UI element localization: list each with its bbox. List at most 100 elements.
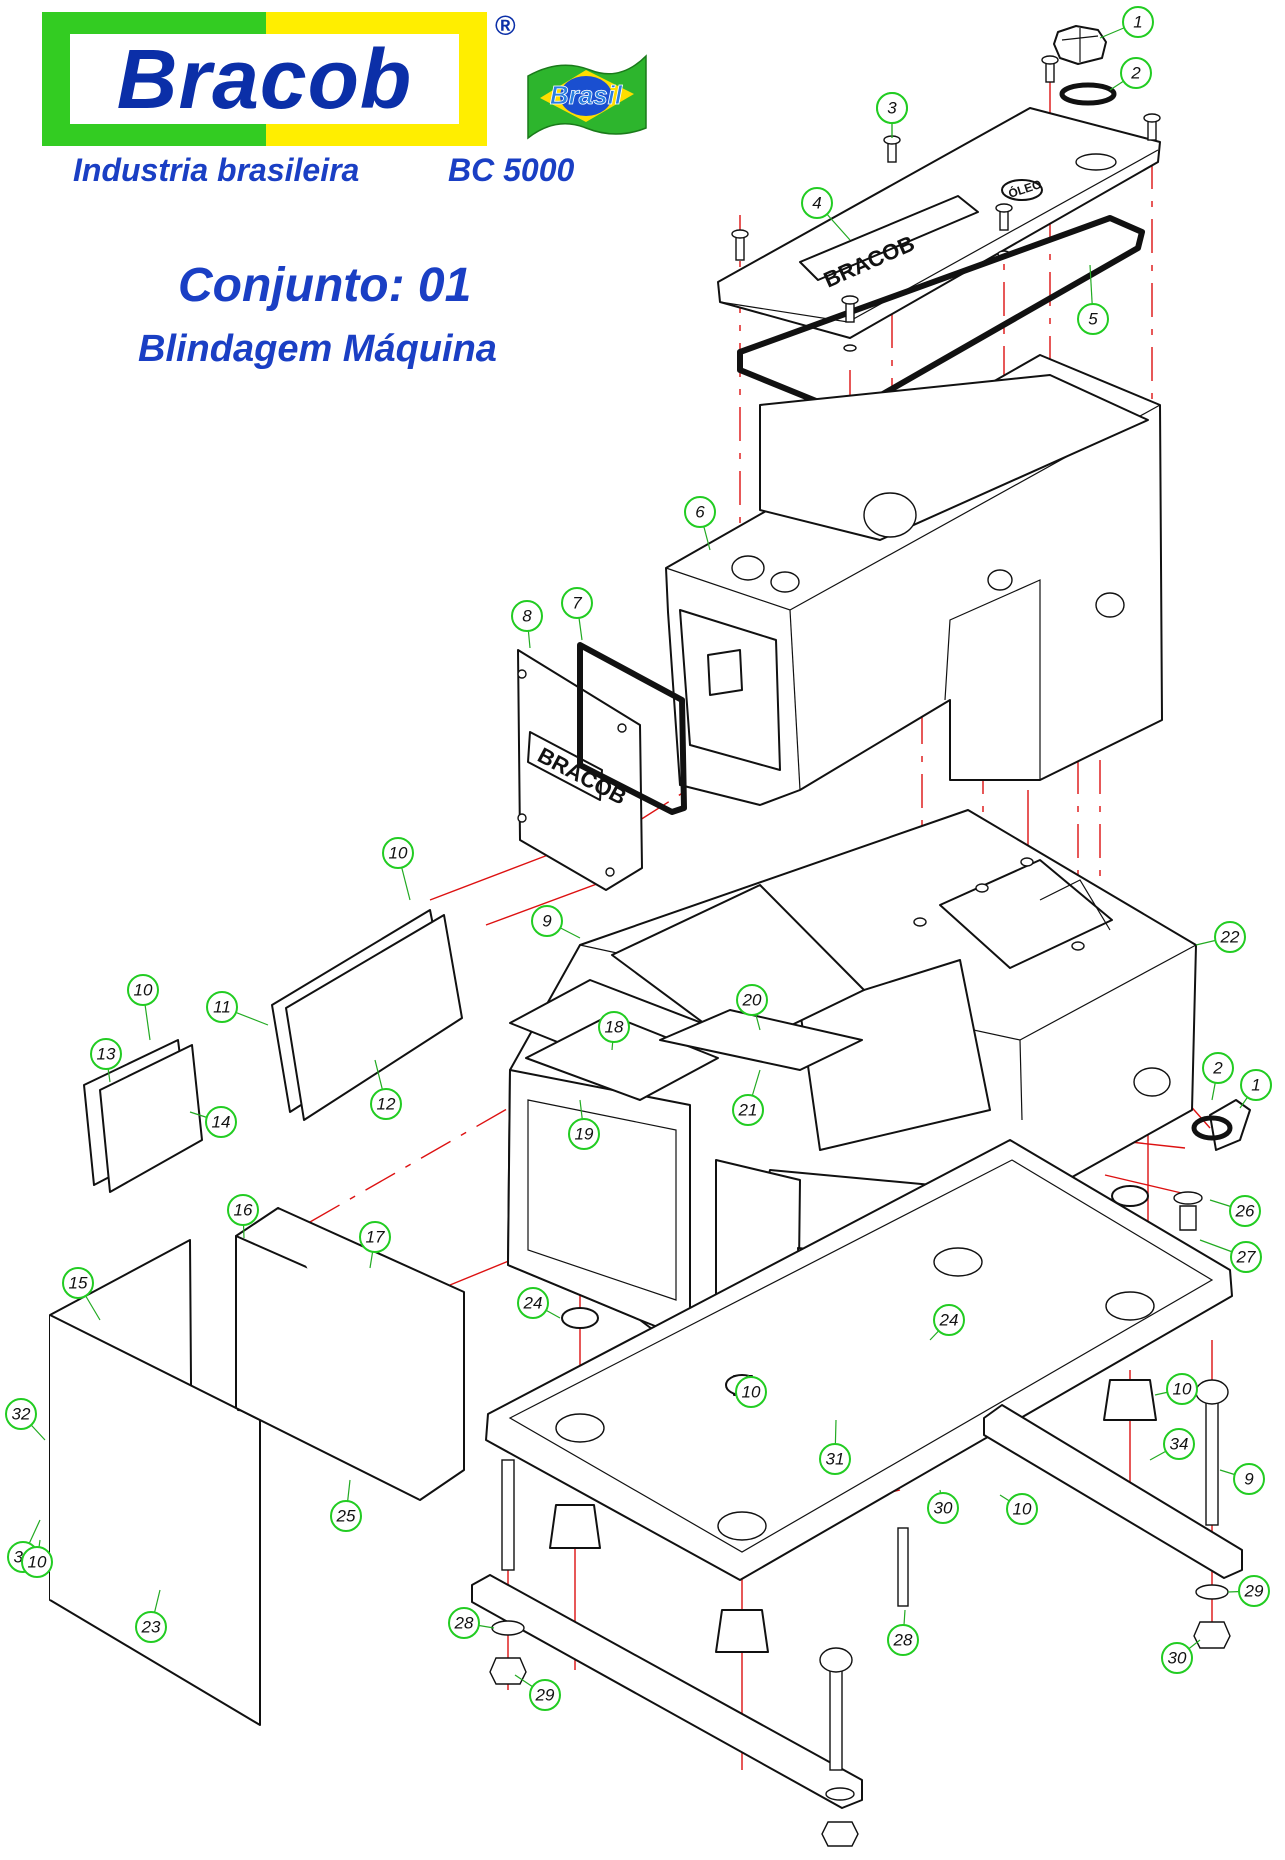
callout-6: 6 <box>684 496 716 551</box>
callout-circle <box>21 1546 53 1578</box>
callout-10: 10 <box>999 1493 1038 1525</box>
callout-circle <box>684 496 716 528</box>
callout-circle <box>330 1500 362 1532</box>
callout-number: 28 <box>454 1614 474 1633</box>
subtitle-model: BC 5000 <box>448 152 575 188</box>
callout-number: 25 <box>336 1507 356 1526</box>
callout-circle <box>1077 303 1109 335</box>
callout-circle <box>205 1106 237 1138</box>
callout-22: 22 <box>1195 921 1246 953</box>
callout-number: 26 <box>1235 1202 1255 1221</box>
callout-10: 10 <box>735 1374 767 1408</box>
callout-30: 30 <box>1161 1639 1201 1674</box>
callout-circle <box>819 1443 851 1475</box>
callout-circle <box>561 587 593 619</box>
callout-circle <box>933 1304 965 1336</box>
callout-14: 14 <box>189 1106 237 1138</box>
callout-18: 18 <box>598 1011 630 1051</box>
callout-15: 15 <box>62 1267 101 1321</box>
nuts-washers <box>489 1099 1251 1847</box>
callout-circle <box>1233 1463 1265 1495</box>
callout-31: 31 <box>819 1419 851 1475</box>
callout-number: 1 <box>1251 1076 1260 1095</box>
callout-circle <box>927 1492 959 1524</box>
oil-tray <box>485 1139 1233 1581</box>
plate-stack-11-12 <box>271 909 463 1121</box>
o-ring-top <box>1059 82 1117 106</box>
callout-circle <box>382 837 414 869</box>
callout-4: 4 <box>801 187 851 241</box>
callout-16: 16 <box>227 1194 259 1239</box>
callout-number: 14 <box>212 1113 231 1132</box>
callout-number: 22 <box>1220 928 1240 947</box>
callout-10: 10 <box>21 1539 53 1578</box>
callout-circle <box>876 92 908 124</box>
callout-number: 13 <box>97 1045 116 1064</box>
callout-circle <box>531 905 563 937</box>
side-cover: BRACOB <box>517 649 643 891</box>
callouts: 1234536871091011131412182022212119262716… <box>5 6 1272 1711</box>
callout-circle <box>1006 1493 1038 1525</box>
callout-circle <box>1161 1642 1193 1674</box>
callout-30: 30 <box>927 1489 959 1524</box>
callout-number: 30 <box>1168 1649 1187 1668</box>
callout-circle <box>448 1607 480 1639</box>
callout-8: 8 <box>511 600 543 649</box>
side-cover-gasket <box>577 642 687 815</box>
callout-number: 2 <box>1130 64 1141 83</box>
callout-circle <box>359 1221 391 1253</box>
callout-number: 15 <box>69 1274 88 1293</box>
callout-circle <box>732 1094 764 1126</box>
callout-number: 24 <box>523 1294 543 1313</box>
callout-20: 20 <box>736 984 768 1031</box>
small-cover-13-14 <box>83 1039 203 1193</box>
callout-circle <box>1120 57 1152 89</box>
callout-2: 2 <box>1202 1052 1234 1101</box>
callout-number: 2 <box>1212 1059 1223 1078</box>
callout-number: 10 <box>134 981 153 1000</box>
callout-circle <box>735 1376 767 1408</box>
callout-circle <box>62 1267 94 1299</box>
base-bars <box>471 1404 1243 1809</box>
callout-3: 3 <box>876 92 908 138</box>
callout-circle <box>5 1398 37 1430</box>
callout-number: 18 <box>605 1018 624 1037</box>
callout-number: 31 <box>826 1450 845 1469</box>
callout-number: 23 <box>141 1618 161 1637</box>
top-cover-gasket <box>737 215 1145 417</box>
callout-number: 17 <box>366 1228 385 1247</box>
callout-circle <box>1229 1195 1261 1227</box>
bracob-logo: Bracob <box>42 12 487 146</box>
callout-28: 28 <box>448 1607 495 1639</box>
large-plate-15 <box>49 1239 261 1726</box>
callout-10: 10 <box>127 974 159 1041</box>
callout-number: 10 <box>389 844 408 863</box>
callout-number: 29 <box>1244 1582 1264 1601</box>
callout-1: 1 <box>1239 1069 1272 1109</box>
inner-plates <box>509 884 865 1101</box>
callout-32: 32 <box>5 1398 46 1441</box>
callout-circle <box>1240 1069 1272 1101</box>
brasil-flag-logo: Brasil <box>527 54 647 140</box>
callout-9: 9 <box>1219 1463 1265 1495</box>
callout-number: 29 <box>535 1686 555 1705</box>
callout-circle <box>1202 1052 1234 1084</box>
callout-circle <box>529 1679 561 1711</box>
callout-circle <box>1214 921 1246 953</box>
callout-number: 24 <box>939 1311 959 1330</box>
callout-number: 10 <box>1013 1500 1032 1519</box>
rubber-feet <box>549 1185 1157 1653</box>
callout-26: 26 <box>1209 1195 1261 1227</box>
callout-number: 32 <box>12 1405 31 1424</box>
callout-number: 6 <box>695 503 705 522</box>
subtitle-origin: Industria brasileira <box>73 152 360 188</box>
callout-circle <box>1122 6 1154 38</box>
callout-number: 9 <box>542 912 552 931</box>
callout-28: 28 <box>887 1609 919 1656</box>
callout-number: 27 <box>1236 1248 1256 1267</box>
callout-circle <box>135 1611 167 1643</box>
callout-24: 24 <box>517 1287 561 1319</box>
callout-21: 21 <box>732 1069 764 1126</box>
screws <box>731 55 1161 323</box>
callout-number: 28 <box>893 1631 913 1650</box>
